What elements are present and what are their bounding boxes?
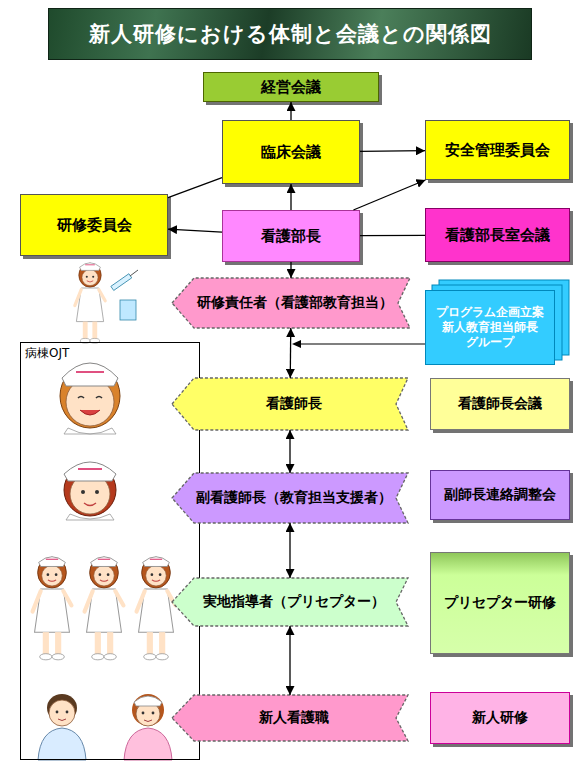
new-nurse-male-part	[56, 711, 59, 714]
connector-line	[168, 178, 222, 198]
preceptor-nurses	[33, 557, 176, 660]
node-text: 看護部長室会議	[445, 226, 550, 245]
node-text: 看護部長	[261, 227, 321, 246]
role-arrow: 研修責任者（看護部教育担当）	[172, 278, 410, 328]
training-box: プリセプター研修	[430, 552, 570, 654]
preceptor-nurses-part	[137, 557, 176, 660]
node-text: プリセプター研修	[444, 594, 556, 612]
connector-line	[290, 184, 291, 210]
arrow-shape	[172, 473, 408, 523]
head-nurse-face-part	[78, 397, 84, 399]
connector-line	[290, 262, 291, 278]
node-text: 臨床会議	[261, 143, 321, 162]
meeting-box: 看護部長室会議	[425, 208, 570, 262]
role-box: 看護部長	[222, 210, 360, 262]
connector-line	[168, 229, 222, 232]
new-nurse-female-part	[142, 712, 145, 715]
node-text: プログラム企画立案 新人教育担当師長 グループ	[426, 305, 554, 350]
new-nurse-male-part	[66, 711, 69, 714]
meeting-box: 経営会議	[203, 72, 379, 102]
head-nurse-face-part	[76, 371, 104, 373]
arrow-shape	[172, 695, 408, 741]
node-text: 実地指導者（プリセプター）	[203, 593, 385, 611]
deputy-nurse-face-part	[64, 462, 116, 481]
training-box: 新人研修	[430, 692, 570, 744]
node-text: 研修委員会	[57, 216, 132, 235]
nurse-illustration-part	[75, 263, 105, 343]
connector-line	[360, 150, 425, 152]
node-text: 看護師長	[266, 395, 322, 413]
node-text: 副看護師長（教育担当支援者）	[196, 489, 392, 507]
arrow-shape	[172, 378, 408, 430]
new-nurse-female-part	[144, 720, 152, 722]
head-nurse-face-part	[62, 363, 118, 386]
deputy-nurse-face-part	[78, 468, 102, 470]
leader-arrow-part	[292, 340, 301, 348]
deputy-nurse-face-part	[84, 503, 96, 506]
frame-label: 病棟OJT	[25, 346, 69, 361]
connector-line	[290, 102, 291, 120]
meeting-box: 看護師長会議	[430, 378, 570, 430]
connector-line	[360, 235, 425, 237]
deputy-nurse-face-part	[95, 490, 99, 494]
new-nurse-female-part	[152, 712, 155, 715]
head-nurse-face-part	[96, 397, 102, 399]
node-text: 副師長連絡調整会	[444, 486, 556, 504]
node-text: 安全管理委員会	[445, 141, 550, 160]
nurse-illustration-part	[120, 300, 136, 320]
preceptor-nurses-part	[33, 557, 72, 660]
meeting-box: 臨床会議	[222, 120, 360, 184]
node-text: 研修責任者（看護部教育担当）	[197, 294, 393, 312]
head-nurse-face-part	[80, 410, 100, 415]
group-box: プログラム企画立案 新人教育担当師長 グループ	[425, 290, 555, 365]
new-nurse-male-part	[38, 728, 86, 760]
head-nurse-face	[60, 363, 120, 434]
connector-line	[289, 626, 290, 695]
role-arrow: 実地指導者（プリセプター）	[172, 578, 408, 626]
new-nurse-male-part	[49, 700, 75, 726]
node-text: 新人研修	[472, 709, 528, 727]
connector-line	[289, 430, 290, 473]
new-nurse-male-part	[58, 719, 66, 721]
head-nurse-face-part	[60, 364, 120, 428]
title-text: 新人研修における体制と会議との関係図	[89, 20, 492, 48]
connector-line	[289, 523, 290, 578]
deputy-nurse-face-part	[66, 514, 114, 520]
connector-line	[290, 328, 292, 378]
nurse-illustration	[75, 263, 138, 343]
preceptor-nurses-part	[85, 557, 124, 660]
nurse-illustration-part	[130, 270, 138, 276]
committee-box: 安全管理委員会	[425, 120, 570, 180]
deputy-nurse-face	[64, 462, 116, 520]
role-arrow: 新人看護職	[172, 695, 408, 741]
node-text: 経営会議	[261, 78, 321, 97]
node-text: 看護師長会議	[458, 395, 542, 413]
new-nurse-female	[124, 694, 172, 760]
title-banner: 新人研修における体制と会議との関係図	[48, 8, 532, 60]
connector-line	[353, 180, 425, 210]
role-arrow: 副看護師長（教育担当支援者）	[172, 473, 408, 523]
deputy-nurse-face-part	[81, 490, 85, 494]
new-nurse-female-part	[134, 696, 162, 706]
node-text: 新人看護職	[259, 709, 329, 727]
head-nurse-face-part	[64, 428, 116, 434]
role-arrow: 看護師長	[172, 378, 408, 430]
nurse-illustration-part	[111, 274, 132, 291]
committee-box: 研修委員会	[20, 194, 168, 256]
leader-arrow-part	[300, 343, 425, 344]
new-nurse-male	[38, 694, 86, 760]
arrow-shape	[172, 578, 408, 626]
new-nurse-female-part	[124, 728, 172, 760]
meeting-box: 副師長連絡調整会	[430, 470, 570, 520]
leader-arrow	[292, 340, 425, 348]
arrow-shape	[172, 278, 410, 328]
new-nurse-female-part	[132, 694, 164, 726]
